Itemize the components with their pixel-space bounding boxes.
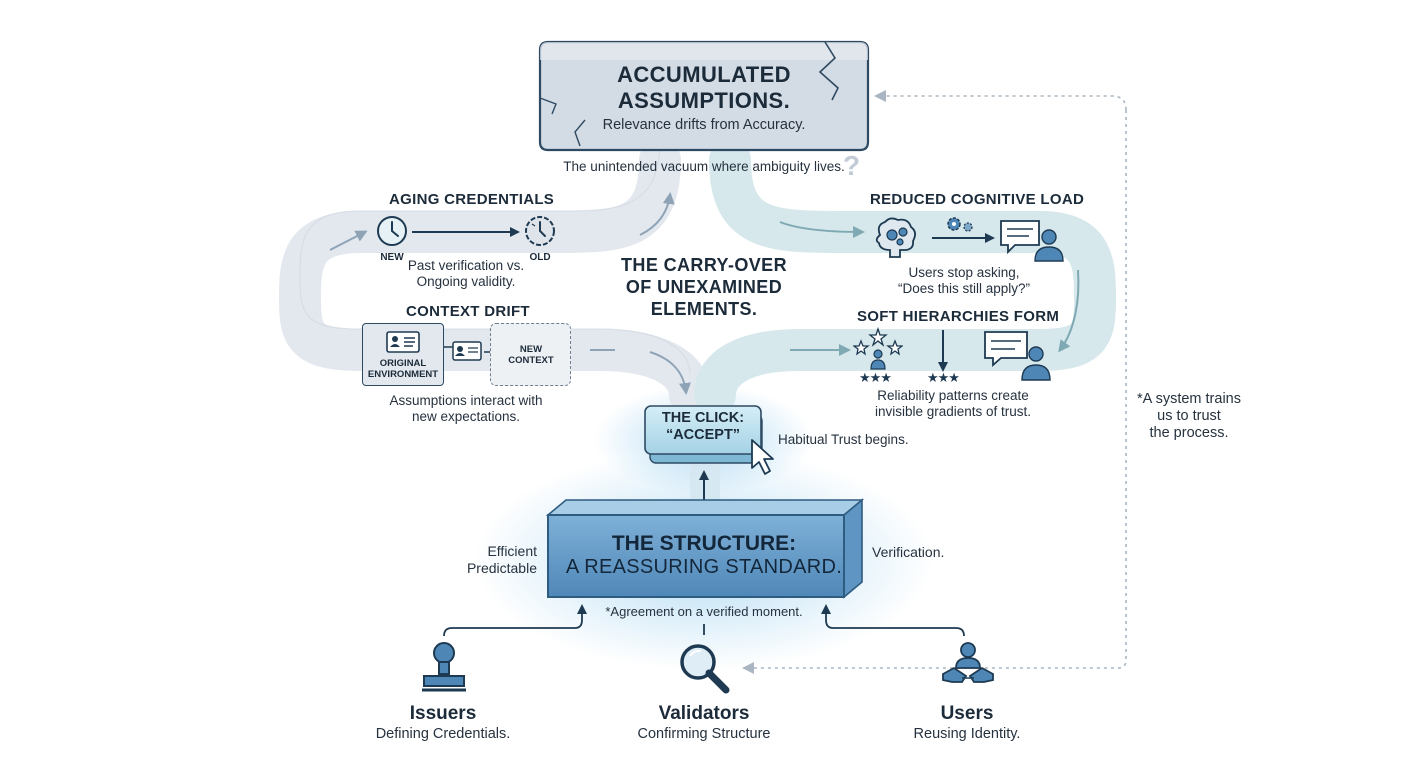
magnifier-icon [680, 644, 730, 694]
handshake-icon [942, 642, 994, 683]
clock-new-icon [377, 216, 407, 246]
reduced-load-title: REDUCED COGNITIVE LOAD [870, 191, 1085, 208]
id-card-small-icon [452, 341, 482, 361]
structure-caption: *Agreement on a verified moment. [605, 604, 803, 619]
context-desc-1: Assumptions interact with [389, 393, 543, 408]
original-env-1: ORIGINAL [379, 358, 427, 369]
structure-left-1: Efficient [487, 543, 537, 559]
context-desc-2: new expectations. [411, 409, 521, 424]
soft-hierarchies-title: SOFT HIERARCHIES FORM [857, 308, 1060, 325]
structure-block-shape [545, 498, 865, 599]
center-label-2: OF UNEXAMINED [625, 277, 783, 297]
clock-old-icon [525, 216, 555, 246]
accept-button-line2[interactable]: “ACCEPT” [665, 427, 741, 443]
rating-stars-icon [853, 327, 903, 370]
side-note-1: *A system trains [1137, 391, 1241, 407]
aging-desc-2: Ongoing validity. [416, 274, 516, 289]
validators-label: Validators [658, 703, 750, 724]
original-env-2: ENVIRONMENT [367, 369, 439, 380]
habitual-trust-caption: Habitual Trust begins. [778, 432, 909, 447]
structure-subtitle: A REASSURING STANDARD. [565, 556, 843, 578]
stars-low: ★★★ [859, 370, 892, 385]
structure-right: Verification. [872, 544, 945, 560]
top-box-subtitle: Relevance drifts from Accuracy. [602, 117, 806, 133]
center-label-3: ELEMENTS. [650, 299, 758, 319]
aging-desc-1: Past verification vs. [407, 258, 525, 273]
structure-title: THE STRUCTURE: [611, 532, 797, 555]
users-label: Users [940, 703, 994, 724]
new-context-1: NEW [519, 344, 543, 355]
chat-user-icon [1000, 220, 1064, 262]
stars-high: ★★★ [927, 370, 960, 385]
validators-desc: Confirming Structure [637, 726, 771, 742]
soft-hierarchies-desc-1: Reliability patterns create [877, 388, 1029, 403]
reduced-load-desc-2: “Does this still apply?” [897, 281, 1031, 296]
top-box-title-2: ASSUMPTIONS. [617, 88, 791, 113]
center-label-1: THE CARRY-OVER [621, 255, 787, 275]
side-note-3: the process. [1149, 425, 1229, 441]
accept-button-line1[interactable]: THE CLICK: [661, 410, 745, 426]
new-context-2: CONTEXT [508, 355, 554, 366]
top-box-caption: The unintended vacuum where ambiguity li… [563, 159, 845, 174]
soft-hierarchies-desc-2: invisible gradients of trust. [874, 404, 1032, 419]
issuers-desc: Defining Credentials. [375, 726, 511, 742]
cursor-shape [751, 439, 774, 475]
top-box-title-1: ACCUMULATED [617, 62, 791, 87]
reduced-load-desc-1: Users stop asking, [908, 265, 1020, 280]
stamp-icon [422, 642, 466, 692]
id-card-icon [386, 331, 420, 353]
top-box-shape [538, 40, 870, 152]
question-mark: ? [843, 150, 861, 181]
accept-button-shape [644, 405, 763, 464]
gears-icon [947, 217, 973, 232]
structure-left-2: Predictable [466, 560, 537, 576]
old-label: OLD [529, 252, 551, 263]
new-context-box [490, 323, 571, 386]
aging-credentials-title: AGING CREDENTIALS [389, 191, 555, 208]
new-label: NEW [380, 252, 404, 263]
side-note-2: us to trust [1157, 408, 1221, 424]
brain-gears-icon [875, 217, 916, 258]
users-desc: Reusing Identity. [913, 726, 1021, 742]
context-drift-title: CONTEXT DRIFT [406, 303, 530, 320]
issuers-label: Issuers [409, 703, 477, 724]
chat-user-2-icon [984, 331, 1051, 381]
